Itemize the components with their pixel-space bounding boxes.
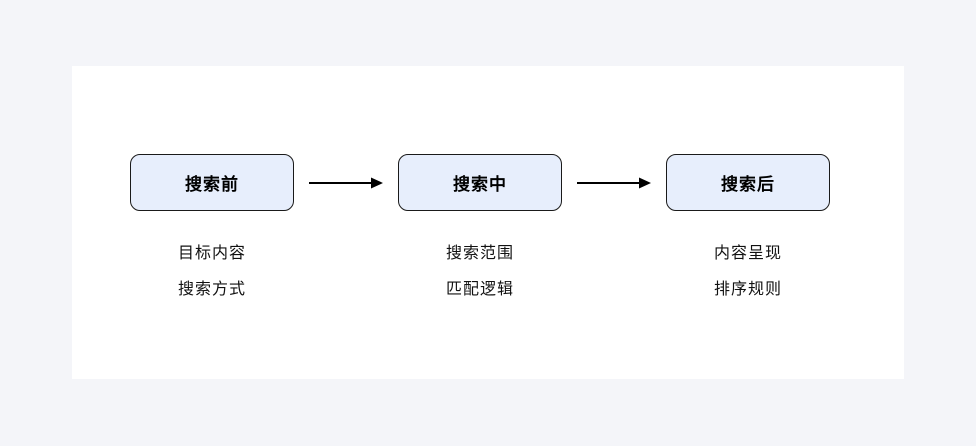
arrow-right-icon [577,177,651,189]
stage-label: 排序规则 [713,281,782,298]
stage-label: 目标内容 [177,245,246,262]
stage-label: 搜索方式 [177,281,246,298]
diagram-card: 搜索前 搜索中 搜索后 目标内容 搜索方式 搜索范围 匹配逻辑 内容呈现 排序规… [72,66,904,379]
stage-label: 搜索范围 [445,245,514,262]
stage-title: 搜索后 [721,175,775,194]
stage-title: 搜索前 [185,175,239,194]
arrow-right-icon [309,177,383,189]
stage-title: 搜索中 [453,175,507,194]
stage-box-before-search: 搜索前 [130,154,294,211]
stage-label: 匹配逻辑 [445,281,514,298]
stage-box-during-search: 搜索中 [398,154,562,211]
stage-label: 内容呈现 [713,245,782,262]
stage-box-after-search: 搜索后 [666,154,830,211]
